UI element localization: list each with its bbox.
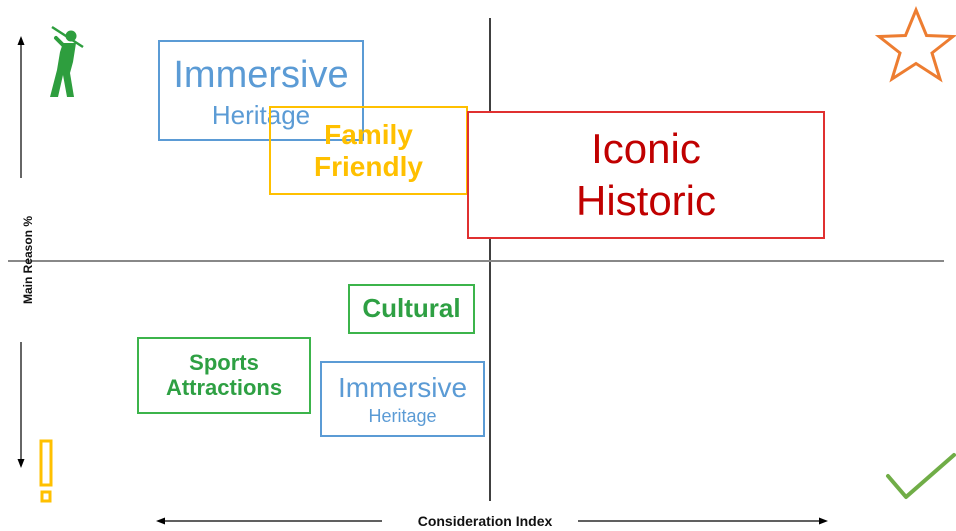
star-icon — [874, 6, 956, 83]
family-friendly-line1: Family — [324, 119, 413, 151]
sports-attractions-box: Sports Attractions — [137, 337, 311, 414]
iconic-historic-box: Iconic Historic — [467, 111, 825, 239]
y-axis-arrow-down — [17, 342, 25, 468]
x-axis-arrow-left — [156, 517, 382, 525]
cultural-box: Cultural — [348, 284, 475, 334]
y-axis-label: Main Reason % — [21, 215, 35, 305]
immersive-heritage-bottom-line1: Immersive — [337, 372, 468, 404]
immersive-heritage-box-bottom: Immersive Heritage — [320, 361, 485, 437]
sports-attractions-line2: Attractions — [165, 374, 283, 400]
family-friendly-line2: Friendly — [314, 150, 423, 182]
iconic-historic-line1: Iconic — [591, 124, 701, 172]
sports-attractions-line1: Sports — [189, 349, 259, 375]
immersive-heritage-top-line1: Immersive — [173, 54, 349, 96]
exclamation-icon — [39, 439, 53, 503]
golfer-icon — [50, 25, 84, 97]
cultural-label: Cultural — [362, 293, 461, 324]
family-friendly-box: Family Friendly — [269, 106, 468, 195]
checkmark-icon — [886, 453, 956, 499]
x-axis-label: Consideration Index — [417, 513, 553, 529]
immersive-heritage-box-top: Immersive Heritage — [158, 40, 364, 141]
iconic-historic-line2: Historic — [575, 177, 716, 224]
x-axis-arrow-right — [578, 517, 828, 525]
y-axis-arrow-up — [17, 36, 25, 178]
immersive-heritage-bottom-line2: Heritage — [368, 405, 437, 426]
immersive-heritage-top-line2: Heritage — [211, 99, 311, 130]
